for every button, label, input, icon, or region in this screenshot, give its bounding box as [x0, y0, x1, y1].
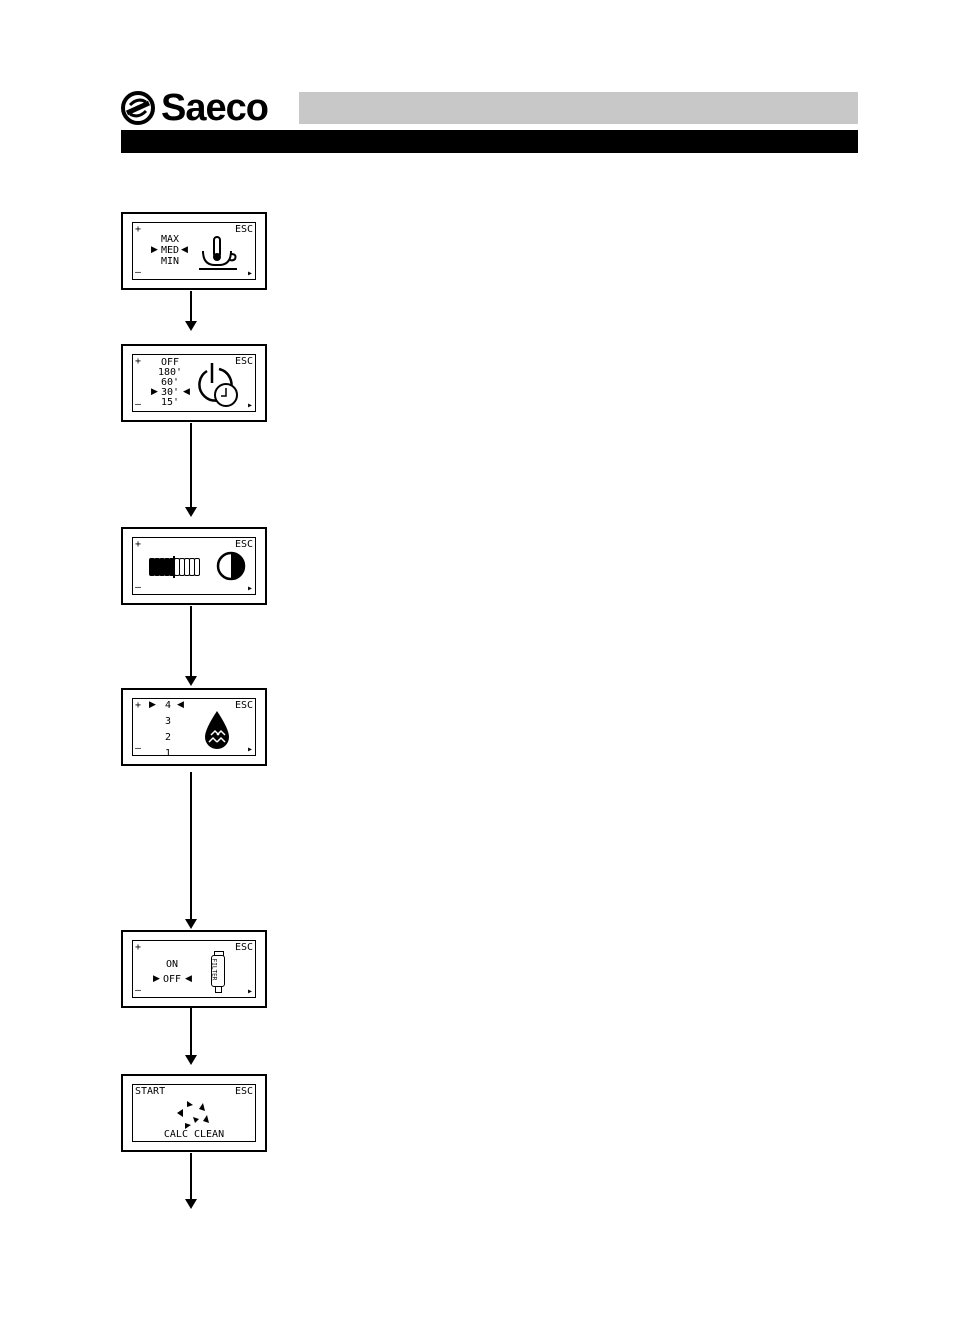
- minus-label: –: [135, 267, 142, 278]
- pointer-left-icon: ◀: [181, 245, 188, 255]
- esc-label: ESC: [234, 539, 253, 550]
- minus-label: –: [135, 985, 142, 996]
- next-arrow-label: ▸: [246, 268, 253, 279]
- descaling-arrows-icon: [177, 1101, 209, 1129]
- brand-name: Saeco: [161, 87, 269, 129]
- option-off: OFF: [160, 357, 180, 368]
- esc-label: ESC: [234, 356, 253, 367]
- next-arrow-label: ▸: [246, 400, 253, 411]
- option-off: OFF: [162, 974, 182, 985]
- contrast-icon: [216, 551, 246, 581]
- cup-thermometer-icon: [199, 236, 237, 270]
- esc-label: ESC: [234, 942, 253, 953]
- calc-clean-caption: CALC CLEAN: [163, 1129, 225, 1140]
- option-4: 4: [164, 700, 172, 711]
- contrast-segment: [194, 558, 200, 576]
- arrow-down-icon: [185, 1055, 197, 1065]
- option-med: MED: [160, 245, 180, 256]
- option-15: 15': [160, 397, 180, 408]
- lcd-screen: + ESC – ▸: [132, 537, 256, 595]
- pointer-left-icon: ◀: [177, 700, 184, 710]
- lcd-screen: + ESC – ▸ ON ▶ OFF ◀ FILTER: [132, 940, 256, 998]
- minus-label: –: [135, 743, 142, 754]
- arrow-down-icon: [185, 676, 197, 686]
- next-arrow-label: ▸: [246, 986, 253, 997]
- pointer-left-icon: ◀: [185, 974, 192, 984]
- lcd-screen: + ESC – ▸ MAX ▶ MED ◀ MIN: [132, 222, 256, 280]
- option-30: 30': [160, 387, 180, 398]
- flow-connector: [190, 1007, 192, 1055]
- plus-label: +: [135, 539, 142, 550]
- pointer-right-icon: ▶: [149, 700, 156, 710]
- flow-connector: [190, 772, 192, 919]
- lcd-screen: START ESC CALC CLEAN: [132, 1084, 256, 1142]
- panel-water-hardness: + ESC – ▸ ▶ 4 ◀ 3 2 1: [121, 688, 267, 766]
- flow-connector: [190, 423, 192, 507]
- filter-icon-text: FILTER: [210, 958, 218, 981]
- option-60: 60': [160, 377, 180, 388]
- contrast-marker: [173, 556, 175, 578]
- saeco-logo: Saeco: [121, 87, 269, 129]
- header-grey-band: [299, 92, 858, 124]
- panel-descaling: START ESC CALC CLEAN: [121, 1074, 267, 1152]
- minus-label: –: [135, 582, 142, 593]
- arrow-down-icon: [185, 321, 197, 331]
- option-3: 3: [164, 716, 172, 727]
- pointer-left-icon: ◀: [183, 387, 190, 397]
- saeco-s-logo-icon: [121, 91, 155, 125]
- flow-connector: [190, 606, 192, 676]
- arrow-down-icon: [185, 919, 197, 929]
- minus-label: –: [135, 399, 142, 410]
- option-2: 2: [164, 732, 172, 743]
- arrow-down-icon: [185, 507, 197, 517]
- option-1: 1: [164, 748, 172, 759]
- esc-label: ESC: [234, 700, 253, 711]
- panel-contrast: + ESC – ▸: [121, 527, 267, 605]
- panel-temperature: + ESC – ▸ MAX ▶ MED ◀ MIN: [121, 212, 267, 290]
- lcd-screen: + ESC – ▸ ▶ 4 ◀ 3 2 1: [132, 698, 256, 759]
- option-min: MIN: [160, 256, 180, 267]
- pointer-right-icon: ▶: [151, 245, 158, 255]
- option-180: 180': [157, 367, 183, 378]
- header-black-band: [121, 130, 858, 153]
- plus-label: +: [135, 700, 142, 711]
- pointer-right-icon: ▶: [153, 974, 160, 984]
- water-filter-icon: FILTER: [210, 951, 225, 993]
- next-arrow-label: ▸: [246, 583, 253, 594]
- plus-label: +: [135, 224, 142, 235]
- panel-filter: + ESC – ▸ ON ▶ OFF ◀ FILTER: [121, 930, 267, 1008]
- option-max: MAX: [160, 234, 180, 245]
- water-drop-icon: [205, 711, 229, 749]
- flow-connector: [190, 291, 192, 321]
- flow-connector: [190, 1153, 192, 1199]
- plus-label: +: [135, 356, 142, 367]
- next-arrow-label: ▸: [246, 744, 253, 755]
- power-clock-icon: [198, 363, 238, 407]
- contrast-level-bar: [149, 556, 200, 578]
- panel-standby: + ESC – ▸ OFF 180' 60' ▶ 30' ◀ 15': [121, 344, 267, 422]
- lcd-screen: + ESC – ▸ OFF 180' 60' ▶ 30' ◀ 15': [132, 354, 256, 412]
- option-on: ON: [165, 959, 179, 970]
- pointer-right-icon: ▶: [151, 387, 158, 397]
- esc-label: ESC: [234, 1086, 253, 1097]
- esc-label: ESC: [234, 224, 253, 235]
- start-label: START: [135, 1086, 166, 1097]
- arrow-down-icon: [185, 1199, 197, 1209]
- plus-label: +: [135, 942, 142, 953]
